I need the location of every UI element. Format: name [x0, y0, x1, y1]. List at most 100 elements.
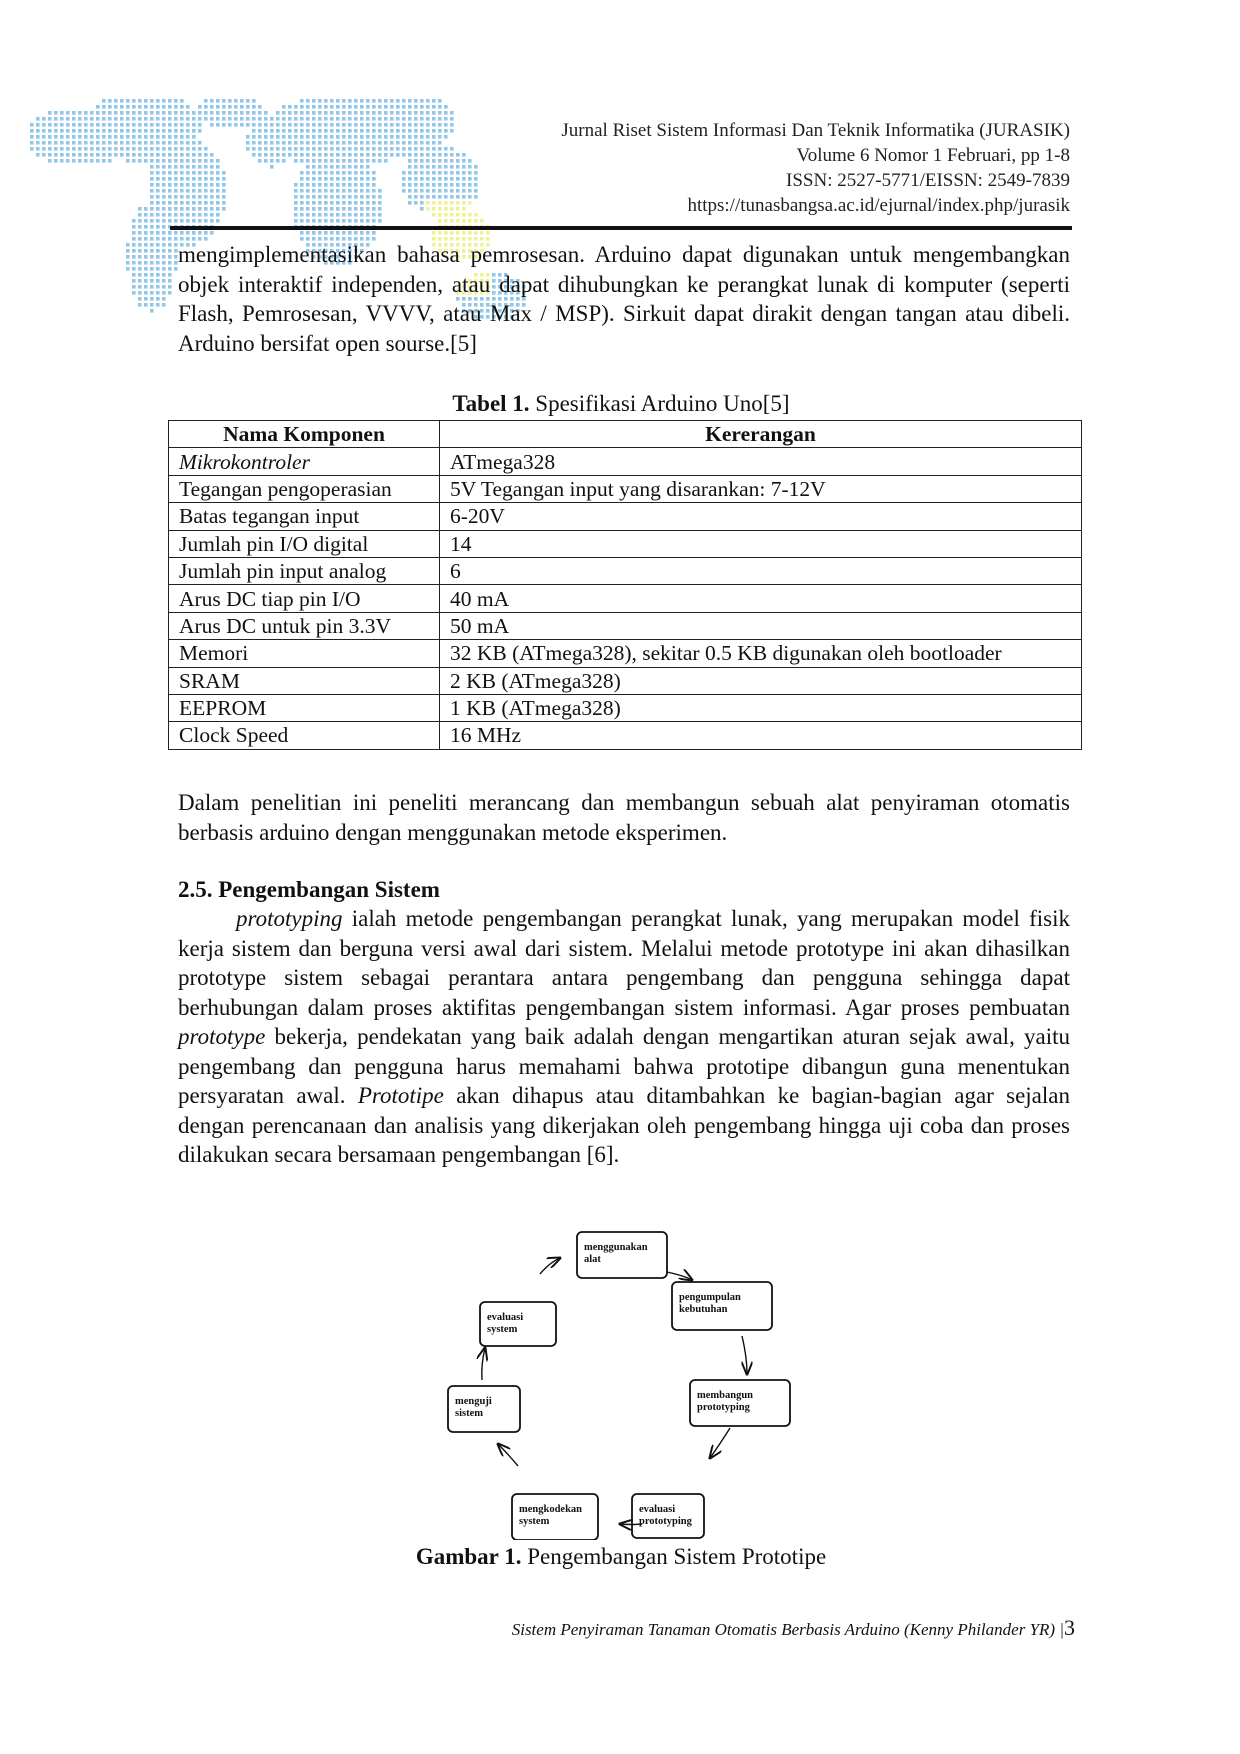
prototyping-cycle-diagram: menggunakanalatpengumpulankebutuhanmemba… [447, 1231, 791, 1540]
node-label: prototyping [639, 1516, 693, 1527]
research-text: Dalam penelitian ini peneliti merancang … [178, 790, 1070, 845]
table-cell: Jumlah pin input analog [168, 556, 440, 586]
table-cell: EEPROM [168, 693, 440, 723]
arrow-collect-to-build [741, 1335, 747, 1374]
node-box [631, 1493, 705, 1539]
table-caption-text: Spesifikasi Arduino Uno[5] [529, 391, 790, 416]
table-cell: 6 [439, 556, 1082, 586]
emphasis-prototyping: prototyping [236, 906, 343, 931]
table-cell: 2 KB (ATmega328) [439, 666, 1082, 695]
arrow-evaluate-to-code [620, 1524, 643, 1525]
node-label: menggunakan [584, 1242, 648, 1253]
table-cell: 16 MHz [439, 721, 1082, 750]
table-header-description: Kererangan [439, 419, 1082, 449]
node-label: system [519, 1516, 550, 1527]
node-box [576, 1231, 668, 1279]
node-label: prototyping [697, 1402, 751, 1413]
table-header-row: Nama Komponen Kererangan [168, 419, 1082, 449]
intro-paragraph: mengimplementasikan bahasa pemrosesan. A… [178, 240, 1070, 358]
journal-header: Jurnal Riset Sistem Informasi Dan Teknik… [480, 118, 1070, 218]
table-cell: 5V Tegangan input yang disarankan: 7-12V [439, 474, 1082, 504]
table-cell: Clock Speed [168, 721, 440, 750]
figure-caption-text: Pengembangan Sistem Prototipe [521, 1544, 827, 1569]
table-cell: Jumlah pin I/O digital [168, 529, 440, 558]
table-header-component: Nama Komponen [168, 419, 440, 449]
table-cell: SRAM [168, 666, 440, 695]
prototyping-paragraph: prototyping ialah metode pengembangan pe… [178, 904, 1070, 1170]
table-cell: 6-20V [439, 502, 1082, 531]
research-paragraph: Dalam penelitian ini peneliti merancang … [178, 788, 1070, 847]
emphasis-prototype: prototype [178, 1024, 266, 1049]
node-label: membangun [697, 1390, 753, 1401]
table-cell: 32 KB (ATmega328), sekitar 0.5 KB diguna… [439, 639, 1082, 668]
node-label: pengumpulan [679, 1292, 741, 1303]
arrow-build-to-evaluate [710, 1427, 731, 1458]
journal-title: Jurnal Riset Sistem Informasi Dan Teknik… [561, 120, 1070, 141]
arrow-use-to-collect [666, 1272, 692, 1280]
page-number: 3 [1064, 1615, 1075, 1640]
node-box [689, 1379, 791, 1427]
table-cell: ATmega328 [439, 447, 1082, 476]
text-run: ialah metode pengembangan perangkat luna… [178, 906, 1070, 1020]
journal-url[interactable]: https://tunasbangsa.ac.id/ejurnal/index.… [687, 195, 1070, 216]
node-label: system [487, 1324, 518, 1335]
emphasis-prototipe: Prototipe [357, 1083, 444, 1108]
figure-caption-label: Gambar 1. [415, 1544, 522, 1569]
journal-issn: ISSN: 2527-5771/EISSN: 2549-7839 [786, 170, 1070, 191]
section-heading: 2.5. Pengembangan Sistem [178, 877, 440, 902]
table-cell: Arus DC tiap pin I/O [168, 584, 440, 613]
node-label: kebutuhan [679, 1304, 728, 1315]
table-caption-label: Tabel 1. [452, 391, 530, 416]
journal-volume: Volume 6 Nomor 1 Februari, pp 1-8 [796, 145, 1070, 166]
node-label: mengkodekan [519, 1504, 582, 1515]
node-box [671, 1281, 773, 1331]
page-footer: Sistem Penyiraman Tanaman Otomatis Berba… [400, 1616, 1075, 1642]
table-cell: Tegangan pengoperasian [168, 474, 440, 504]
node-label: evaluasi [639, 1504, 675, 1515]
node-box [511, 1493, 599, 1540]
table-cell: 14 [439, 529, 1082, 558]
arrow-evalsys-to-use [539, 1258, 560, 1275]
node-label: evaluasi [487, 1312, 523, 1323]
prototyping-text: prototyping ialah metode pengembangan pe… [178, 904, 1070, 1170]
table-cell: Mikrokontroler [168, 447, 440, 476]
node-label: sistem [455, 1408, 483, 1419]
world-map-watermark [30, 99, 526, 319]
footer-text: Sistem Penyiraman Tanaman Otomatis Berba… [511, 1620, 1064, 1639]
table-cell: 50 mA [439, 611, 1082, 641]
node-label: alat [584, 1254, 601, 1265]
node-box [479, 1301, 557, 1347]
table-cell: 40 mA [439, 584, 1082, 613]
text-run: akan dihapus atau ditambahkan ke bagian-… [178, 1083, 1070, 1167]
table-caption: Tabel 1. Spesifikasi Arduino Uno[5] [170, 390, 1072, 418]
text-run: bekerja, pendekatan yang baik adalah den… [178, 1024, 1070, 1108]
table-cell: 1 KB (ATmega328) [439, 693, 1082, 723]
table-cell: Arus DC untuk pin 3.3V [168, 611, 440, 641]
table-cell: Batas tegangan input [168, 502, 440, 531]
header-divider [170, 226, 1072, 230]
arrow-code-to-test [498, 1444, 519, 1467]
arrow-test-to-evalsys [482, 1348, 485, 1381]
table-cell: Memori [168, 639, 440, 668]
node-label: menguji [455, 1396, 492, 1407]
intro-text: mengimplementasikan bahasa pemrosesan. A… [178, 242, 1070, 356]
